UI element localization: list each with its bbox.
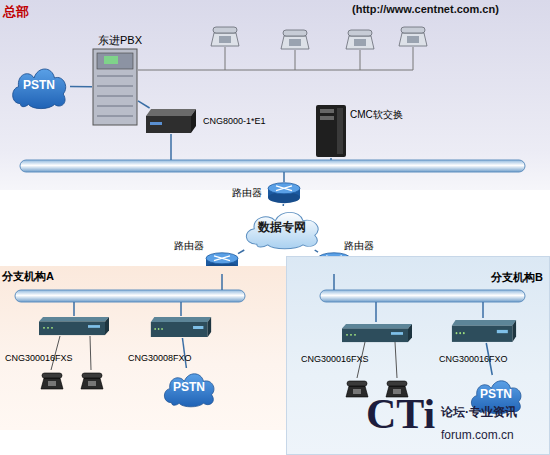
branch-phone bbox=[41, 373, 408, 397]
node-label: 总部 bbox=[3, 5, 29, 19]
node-label: 分支机构B bbox=[491, 271, 543, 283]
pbx-cabinet: 东进PBX bbox=[92, 48, 138, 126]
region-band: 分支机构A CNG300016FXS CNG30008FXO PSTN bbox=[0, 266, 286, 430]
lan-pipe bbox=[15, 290, 245, 302]
gateway-device: CNG8000-1*E1 bbox=[145, 108, 197, 134]
pstn-cloud: PSTN bbox=[8, 62, 70, 110]
network-link bbox=[182, 338, 186, 368]
pbx-cabinet-outline bbox=[92, 48, 138, 126]
router-symbol: 路由器 bbox=[268, 182, 300, 204]
watermark: CTi bbox=[366, 393, 435, 435]
node-label: 路由器 bbox=[344, 240, 374, 251]
phone-wiring bbox=[138, 47, 413, 70]
node-label: 路由器 bbox=[232, 187, 262, 198]
gateway-device-outline bbox=[145, 108, 197, 134]
gateway-device: CNG300016FXS bbox=[341, 323, 413, 343]
node-label: CNG300016FXS bbox=[5, 354, 73, 364]
node-label: CNG30008FXO bbox=[128, 354, 192, 364]
network-link bbox=[238, 250, 244, 254]
network-link bbox=[70, 86, 92, 88]
node-label: 路由器 bbox=[174, 240, 204, 251]
network-wire bbox=[74, 134, 483, 322]
gateway-device: CNG30008FXO bbox=[150, 316, 212, 338]
backbone-pipe bbox=[20, 160, 525, 172]
node-label: 分支机构A bbox=[2, 270, 54, 282]
node-label: CNG300016FXS bbox=[301, 355, 369, 365]
softswitch-server-outline bbox=[315, 104, 347, 158]
pstn-cloud: PSTN bbox=[160, 368, 218, 408]
node-label: 东进PBX bbox=[98, 34, 142, 46]
node-label: CNG300016FXO bbox=[439, 355, 508, 365]
network-link bbox=[315, 250, 318, 252]
gateway-device-outline bbox=[451, 319, 517, 343]
router-symbol-outline bbox=[268, 182, 300, 204]
lan-pipe bbox=[320, 290, 525, 302]
desk-phone bbox=[211, 27, 427, 49]
watermark: 论坛·专业资讯 bbox=[441, 406, 517, 418]
network-cloud: 数据专网 bbox=[240, 206, 324, 250]
softswitch-server: CMC软交换 bbox=[315, 104, 347, 158]
gateway-device: CNG300016FXO bbox=[451, 319, 517, 343]
node-label: PSTN bbox=[8, 79, 70, 92]
node-label: CNG8000-1*E1 bbox=[203, 117, 266, 127]
gateway-device-outline bbox=[150, 316, 212, 338]
gateway-device: CNG300016FXS bbox=[38, 316, 110, 336]
network-link bbox=[283, 204, 285, 206]
node-label: PSTN bbox=[467, 388, 525, 401]
phone-wiring bbox=[51, 336, 397, 378]
gateway-device-outline bbox=[38, 316, 110, 336]
network-link bbox=[486, 343, 492, 375]
url-text: (http://www.centnet.com.cn) bbox=[352, 4, 499, 15]
node-label: PSTN bbox=[160, 381, 218, 394]
region-band: 总部 PSTN 东进PBX CNG8000-1*E1 CMC软交换 bbox=[0, 0, 550, 190]
watermark: forum.com.cn bbox=[441, 429, 514, 441]
node-label: 数据专网 bbox=[240, 221, 324, 234]
network-link bbox=[138, 101, 150, 108]
gateway-device-outline bbox=[341, 323, 413, 343]
node-label: CMC软交换 bbox=[350, 109, 403, 120]
